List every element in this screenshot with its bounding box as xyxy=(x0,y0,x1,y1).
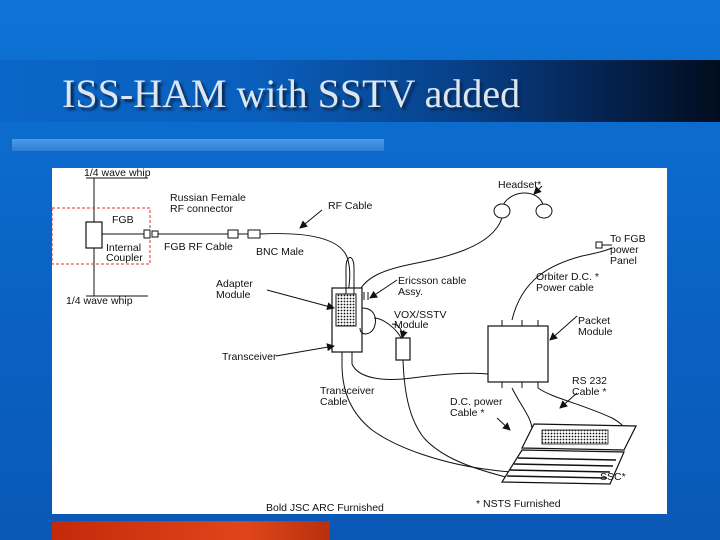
label-fgb-rf-cable: FGB RF Cable xyxy=(164,241,233,253)
transceiver xyxy=(331,257,363,364)
label-transceiver-cable: Transceiver xyxy=(320,385,375,397)
label-headset: Headset* xyxy=(498,179,541,191)
packet-module xyxy=(487,247,627,441)
label-adapter-module: Adapter xyxy=(216,278,253,290)
label-bold-jsc: Bold JSC ARC Furnished xyxy=(266,502,384,514)
label-transceiver-cable-2: Cable xyxy=(320,396,348,408)
wiring-diagram: 1/4 wave whip Russian Female RF connecto… xyxy=(52,168,646,514)
bottom-accent-bar xyxy=(52,521,330,540)
label-vox-sstv: VOX/SSTV xyxy=(394,309,447,321)
label-whip-top: 1/4 wave whip xyxy=(84,168,151,179)
headset-icon xyxy=(357,192,553,295)
adapter-module xyxy=(335,293,357,327)
label-dc-power-2: Cable * xyxy=(450,407,484,419)
label-bnc-male: BNC Male xyxy=(256,246,304,258)
title-band xyxy=(0,60,720,122)
slide-title: ISS-HAM with SSTV added xyxy=(62,71,521,116)
label-fgb: FGB xyxy=(112,214,134,226)
label-rs232: RS 232 xyxy=(572,375,607,387)
label-internal-coupler: Internal xyxy=(106,242,141,254)
label-to-fgb-2: power xyxy=(610,244,639,256)
label-rf-cable: RF Cable xyxy=(328,200,373,212)
label-russian-connector: Russian Female xyxy=(170,192,246,204)
label-packet-module: Packet xyxy=(578,315,610,327)
label-whip-bottom: 1/4 wave whip xyxy=(66,295,133,307)
label-ericsson-cable-2: Assy. xyxy=(398,286,423,298)
label-russian-connector-2: RF connector xyxy=(170,203,234,215)
label-orbiter-power-2: Power cable xyxy=(536,282,594,294)
fgb-antenna-assembly xyxy=(52,177,151,297)
label-orbiter-power: Orbiter D.C. * xyxy=(536,271,599,283)
label-to-fgb: To FGB xyxy=(610,233,646,245)
diagram-panel: 1/4 wave whip Russian Female RF connecto… xyxy=(52,168,667,514)
label-adapter-module-2: Module xyxy=(216,289,251,301)
label-ssc: SSC* xyxy=(600,471,626,483)
internal-coupler xyxy=(85,221,103,249)
label-ericsson-cable: Ericsson cable xyxy=(398,275,466,287)
label-transceiver: Transceiver xyxy=(222,351,277,363)
fgb-rf-cable xyxy=(143,229,351,299)
label-internal-coupler-2: Coupler xyxy=(106,252,143,264)
accent-bar xyxy=(12,139,384,151)
label-vox-sstv-2: Module xyxy=(394,319,429,331)
callout-arrows xyxy=(266,185,578,431)
label-rs232-2: Cable * xyxy=(572,386,606,398)
fgb-power-plug xyxy=(595,241,612,249)
ssc-laptop xyxy=(500,423,637,485)
label-nsts: * NSTS Furnished xyxy=(476,498,561,510)
label-dc-power: D.C. power xyxy=(450,396,503,408)
label-to-fgb-3: Panel xyxy=(610,255,637,267)
label-packet-module-2: Module xyxy=(578,326,613,338)
